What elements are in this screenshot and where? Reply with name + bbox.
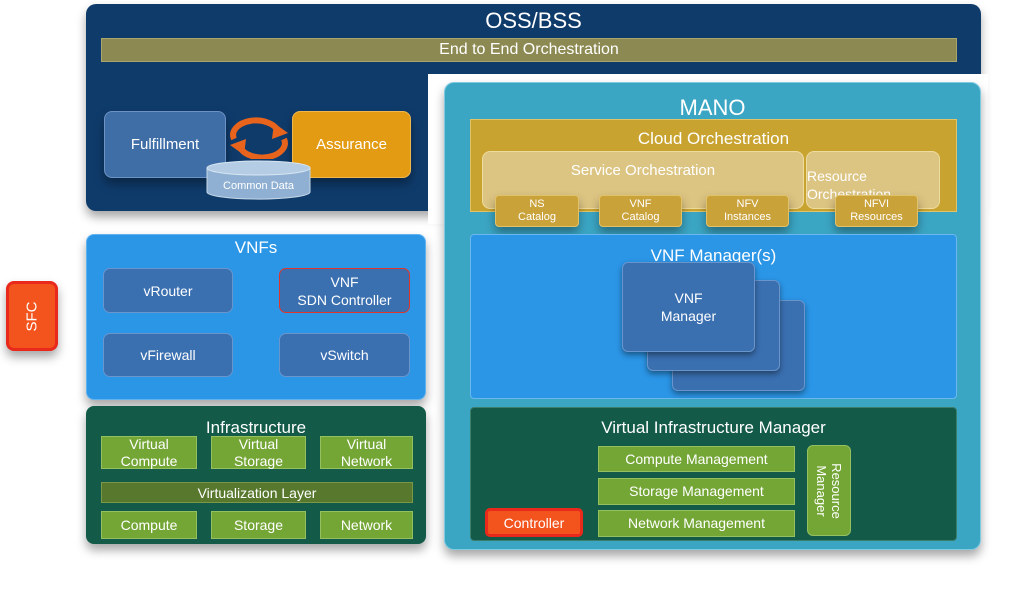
sfc-label: SFC — [23, 301, 41, 331]
resource-manager-l2: Manager — [814, 464, 830, 517]
assurance-box[interactable]: Assurance — [292, 111, 411, 178]
vnf-catalog-l2: Catalog — [621, 211, 660, 223]
nfvi-resources[interactable]: NFVI Resources — [835, 195, 918, 227]
vnf-sdn-controller-box[interactable]: VNF SDN Controller — [279, 268, 410, 313]
compute-box[interactable]: Compute — [101, 511, 197, 539]
virtual-storage-l1: Virtual — [238, 435, 279, 452]
resource-orchestration-l1: Resource — [807, 168, 867, 184]
virtual-storage-l2: Storage — [233, 452, 284, 469]
fulfillment-box[interactable]: Fulfillment — [104, 111, 226, 178]
ns-catalog[interactable]: NS Catalog — [495, 195, 579, 227]
virtualization-layer[interactable]: Virtualization Layer — [101, 482, 413, 503]
mano-title: MANO — [679, 95, 746, 120]
vnf-manager-l2: Manager — [660, 308, 717, 324]
cloud-orchestration-title: Cloud Orchestration — [637, 129, 790, 148]
nfv-instances-l1: NFV — [736, 198, 759, 210]
virtual-network-l1: Virtual — [346, 435, 387, 452]
oss-bss-title: OSS/BSS — [485, 8, 582, 33]
resource-manager-l1: Resource — [829, 462, 845, 519]
cycle-arrows-icon — [230, 117, 288, 159]
vrouter-box[interactable]: vRouter — [103, 268, 233, 313]
service-orchestration-title: Service Orchestration — [570, 161, 716, 179]
resource-manager-box[interactable]: Resource Manager — [807, 445, 851, 536]
vnf-sdn-line2: SDN Controller — [297, 291, 392, 308]
network-management-box[interactable]: Network Management — [598, 510, 795, 537]
vnf-manager-l1: VNF — [674, 290, 703, 306]
vnf-catalog[interactable]: VNF Catalog — [599, 195, 682, 227]
virtual-compute-l1: Virtual — [129, 435, 169, 452]
vnf-sdn-line1: VNF — [330, 273, 359, 290]
virtual-network-l2: Network — [340, 452, 393, 469]
vnfs-title: VNFs — [234, 238, 278, 257]
nfv-instances-l2: Instances — [723, 211, 772, 223]
common-data-label: Common Data — [223, 180, 295, 192]
nfvi-resources-l2: Resources — [850, 211, 903, 223]
vnf-catalog-l1: VNF — [629, 198, 652, 210]
vswitch-box[interactable]: vSwitch — [279, 333, 410, 377]
virtual-network-box[interactable]: Virtual Network — [320, 436, 413, 469]
compute-management-box[interactable]: Compute Management — [598, 446, 795, 472]
end-to-end-orchestration[interactable]: End to End Orchestration — [101, 38, 957, 62]
storage-management-box[interactable]: Storage Management — [598, 478, 795, 505]
infrastructure-title: Infrastructure — [205, 418, 307, 437]
virtual-compute-l2: Compute — [120, 452, 178, 469]
vnf-manager-box[interactable]: VNF Manager — [622, 262, 755, 352]
vnf-managers-title: VNF Manager(s) — [650, 246, 777, 265]
ns-catalog-l1: NS — [529, 198, 545, 210]
nfv-instances[interactable]: NFV Instances — [706, 195, 789, 227]
common-data-cylinder: Common Data — [206, 160, 311, 200]
resource-manager-label: Resource Manager — [814, 463, 844, 519]
virtual-storage-box[interactable]: Virtual Storage — [211, 436, 306, 469]
vfirewall-box[interactable]: vFirewall — [103, 333, 233, 377]
controller-box[interactable]: Controller — [485, 508, 583, 537]
ns-catalog-l2: Catalog — [518, 211, 556, 223]
virtual-compute-box[interactable]: Virtual Compute — [101, 436, 197, 469]
sfc-box[interactable]: SFC — [6, 281, 58, 351]
vim-title: Virtual Infrastructure Manager — [601, 418, 826, 437]
storage-box[interactable]: Storage — [211, 511, 306, 539]
network-box[interactable]: Network — [320, 511, 413, 539]
nfvi-resources-l1: NFVI — [863, 198, 890, 210]
